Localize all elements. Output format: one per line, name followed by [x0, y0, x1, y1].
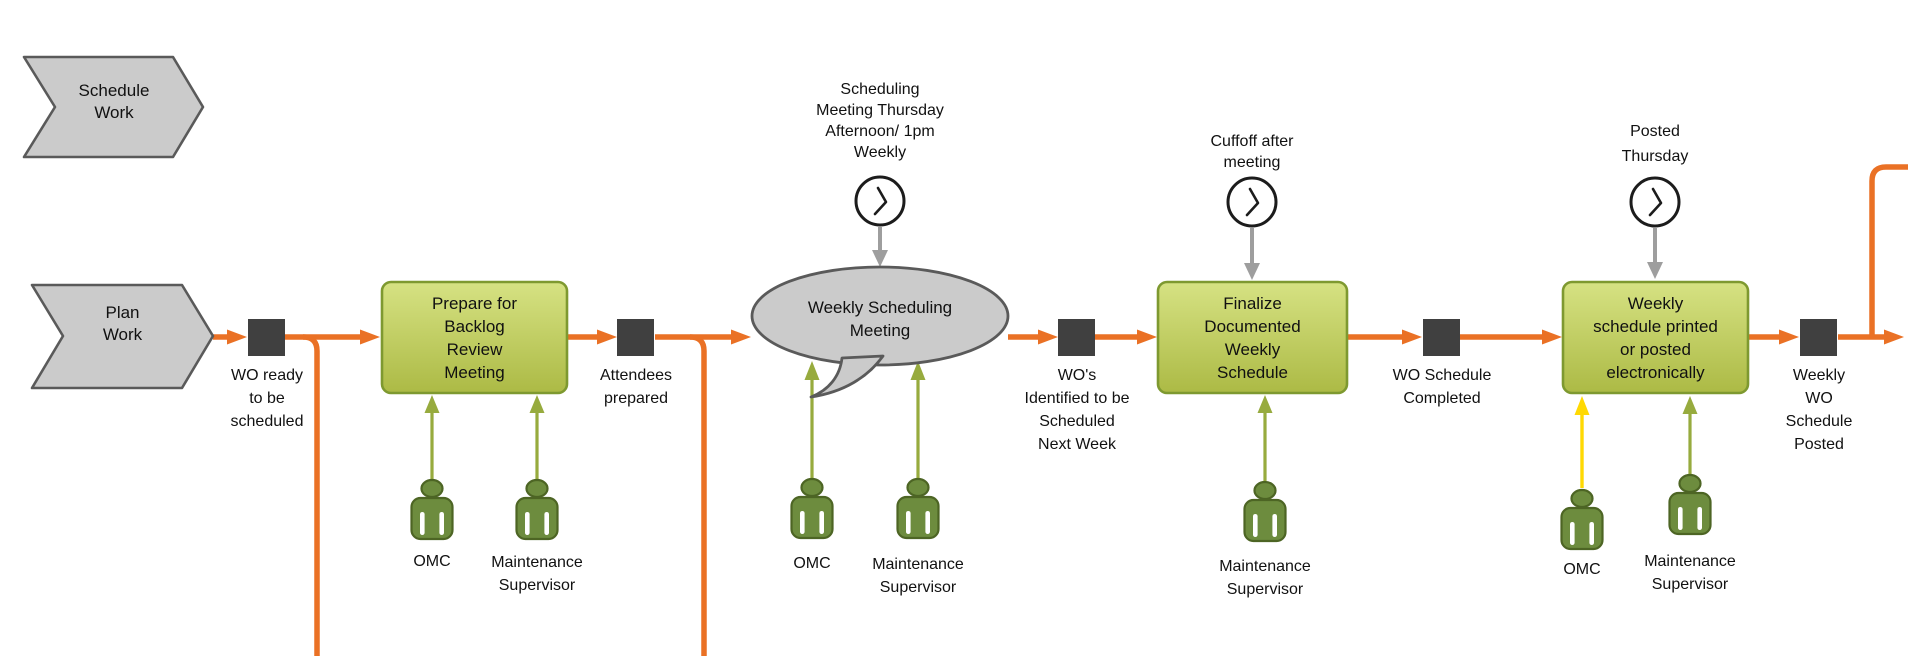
process-box-finalize-schedule[interactable] [1156, 280, 1349, 395]
person-icon-omc-2[interactable] [790, 477, 834, 540]
actor-arrow-omc-3-yellow [1574, 396, 1590, 488]
person-icon-ms-2[interactable] [896, 477, 940, 540]
timer-caption-scheduling-meeting: Scheduling Meeting Thursday Afternoon/ 1… [816, 81, 944, 161]
connector-branch-down-1 [302, 334, 320, 656]
phase-chevron-schedule-work[interactable] [22, 55, 205, 159]
milestone-square-wos-identified[interactable] [1058, 319, 1095, 356]
timer-caption-cutoff: Cuffoff after meeting [1210, 133, 1294, 171]
process-label-schedule-printed: Weekly schedule printed or posted electr… [1593, 294, 1718, 382]
connector-process1-to-m2 [567, 329, 617, 345]
milestone-label-attendees-prepared: Attendees prepared [599, 367, 673, 407]
actor-connectors [424, 361, 1698, 488]
timer-caption-posted-thursday: Posted Thursday [1621, 123, 1689, 165]
person-icon-ms-1[interactable] [515, 478, 559, 541]
phase-label-plan-work: Plan Work [102, 303, 143, 344]
actor-label-omc-3: OMC [1563, 561, 1601, 578]
actor-label-ms-3: Maintenance Supervisor [1219, 558, 1311, 598]
milestone-square-wo-schedule-completed[interactable] [1423, 319, 1460, 356]
actor-label-ms-2: Maintenance Supervisor [872, 556, 964, 596]
clock-icon[interactable] [1226, 176, 1278, 228]
actor-label-ms-4: Maintenance Supervisor [1644, 553, 1736, 593]
actor-arrow-ms-3 [1257, 395, 1273, 481]
meeting-bubble-label: Weekly Scheduling Meeting [807, 298, 953, 340]
timer-arrow-3 [1647, 228, 1663, 279]
person-icon-omc-3[interactable] [1560, 488, 1604, 551]
speech-bubble-tail [809, 354, 885, 399]
connector-process3-to-m5 [1748, 329, 1799, 345]
milestone-square-weekly-wo-posted[interactable] [1800, 319, 1837, 356]
actor-label-omc-1: OMC [413, 553, 451, 570]
timer-connectors [872, 227, 1663, 280]
actor-arrow-ms-4 [1682, 396, 1698, 474]
connector-m3-to-process2 [1095, 329, 1157, 345]
phase-chevron-plan-work[interactable] [30, 283, 215, 390]
process-label-finalize-schedule: Finalize Documented Weekly Schedule [1204, 294, 1301, 382]
milestone-label-wo-schedule-completed: WO Schedule Completed [1392, 367, 1492, 407]
connector-branch-down-2 [689, 334, 707, 656]
actor-arrow-omc-2 [804, 361, 820, 478]
person-icon-ms-4[interactable] [1668, 473, 1712, 536]
process-label-prepare-backlog: Prepare for Backlog Review Meeting [431, 294, 518, 382]
connector-m4-to-process3 [1460, 329, 1562, 345]
timer-arrow-1 [872, 227, 888, 267]
actor-label-omc-2: OMC [793, 555, 831, 572]
actor-arrow-ms-1 [529, 395, 545, 479]
connector-m5-exit-right [1838, 329, 1904, 345]
clock-icon[interactable] [854, 175, 906, 227]
person-icon-ms-3[interactable] [1243, 480, 1287, 543]
milestone-label-weekly-wo-posted: Weekly WO Schedule Posted [1785, 367, 1853, 453]
actor-arrow-omc-1 [424, 395, 440, 479]
meeting-bubble[interactable] [750, 265, 1010, 399]
actor-label-ms-1: Maintenance Supervisor [491, 554, 583, 594]
connector-m1-to-process1 [285, 329, 380, 345]
flow-connectors [213, 164, 1908, 656]
milestone-label-wo-ready: WO ready to be scheduled [230, 367, 304, 430]
connector-meeting-to-m3 [1008, 329, 1058, 345]
process-box-prepare-backlog[interactable] [380, 280, 569, 395]
timer-arrow-2 [1244, 228, 1260, 280]
clock-icon[interactable] [1629, 176, 1681, 228]
process-box-schedule-printed[interactable] [1561, 280, 1750, 395]
milestone-label-wos-identified: WO's Identified to be Scheduled Next Wee… [1024, 367, 1130, 453]
phase-label-schedule-work: Schedule Work [78, 81, 150, 122]
connector-planwork-to-m1 [213, 329, 247, 345]
milestone-square-attendees-prepared[interactable] [617, 319, 654, 356]
milestone-square-wo-ready[interactable] [248, 319, 285, 356]
connector-branch-up-right [1869, 164, 1908, 337]
person-icon-omc-1[interactable] [410, 478, 454, 541]
connector-process2-to-m4 [1347, 329, 1422, 345]
actor-arrow-ms-2 [910, 361, 926, 478]
